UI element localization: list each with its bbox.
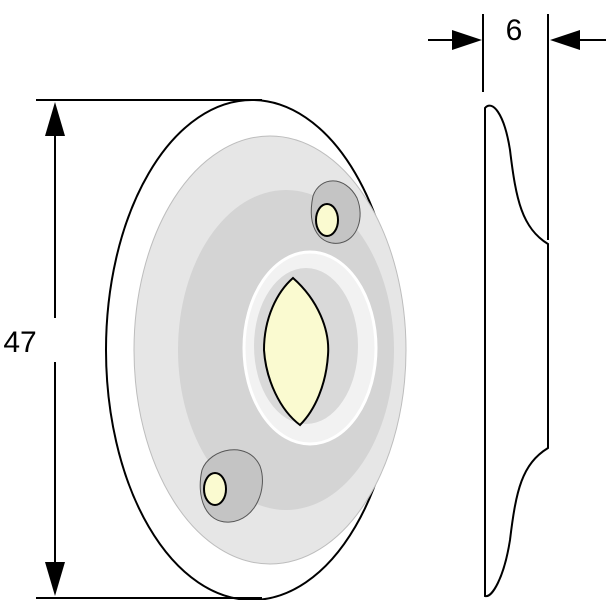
arrow-left	[550, 30, 580, 50]
side-view	[484, 104, 549, 598]
front-view	[105, 99, 407, 600]
height-dimension	[36, 99, 262, 599]
depth-dimension	[428, 14, 606, 240]
depth-label: 6	[506, 14, 523, 47]
arrow-right	[452, 30, 482, 50]
lens-opening	[262, 276, 330, 427]
screw-head-top	[315, 203, 339, 237]
arrow-down	[45, 562, 65, 596]
height-label: 47	[3, 326, 36, 359]
side-profile	[484, 104, 549, 598]
screw-head-bottom	[203, 472, 227, 506]
arrow-up	[45, 102, 65, 136]
